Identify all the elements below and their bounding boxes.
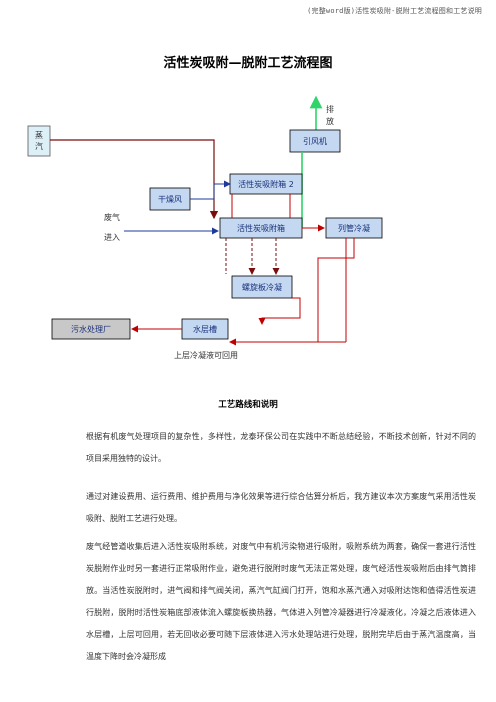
steam-label-2: 汽 — [35, 141, 43, 151]
water-tank-label: 水层槽 — [193, 324, 217, 334]
exhaust-label-1: 排 — [326, 104, 334, 114]
paragraph-2: 通过对建设费用、运行费用、维护费用与净化效果等进行综合估算分析后，我方建议本次方… — [86, 492, 476, 523]
fan-label: 引风机 — [303, 136, 327, 146]
recovery-note: 上层冷凝液可回用 — [174, 350, 238, 360]
dryer-fan-label: 干燥风 — [158, 195, 182, 204]
page-header: (完整word版)活性炭吸附-脱附工艺流程图和工艺说明 — [307, 7, 482, 15]
fan-box — [289, 129, 341, 153]
shell-condenser-label: 列管冷凝 — [338, 223, 370, 233]
process-flow-diagram: 蒸 汽 排 放 引风机 活性炭吸附箱 2 干燥风 废气 进入 活性炭吸附箱 列管… — [27, 95, 383, 360]
adsorber-2-label: 活性炭吸附箱 2 — [238, 179, 294, 189]
dryer-line — [190, 180, 231, 200]
condensate-line-3 — [258, 297, 301, 325]
adsorber-1-label: 活性炭吸附箱 — [237, 223, 285, 233]
inlet-label-2: 进入 — [104, 233, 120, 242]
steam-label-1: 蒸 — [35, 130, 43, 140]
sewage-box — [51, 318, 131, 340]
sewage-label: 污水处理厂 — [71, 324, 111, 334]
steam-source: 蒸 汽 — [27, 125, 51, 157]
paragraph-3: 废气经管道收集后进入活性炭吸附系统，对废气中有机污染物进行吸附，吸附系统为两套，… — [86, 542, 476, 661]
page-title: 活性炭吸附—脱附工艺流程图 — [163, 56, 333, 71]
exhaust-label-2: 放 — [326, 116, 334, 126]
paragraph-1: 根据有机废气处理项目的复杂性，多样性，龙泰环保公司在实践中不断总结经验，不断技术… — [86, 432, 476, 463]
section-title: 工艺路线和说明 — [218, 400, 278, 410]
inlet-label-1: 废气 — [104, 212, 120, 222]
condensate-line-2 — [317, 238, 355, 342]
steam-line — [50, 139, 215, 184]
spiral-cooler-box — [231, 275, 293, 299]
spiral-cooler-label: 螺旋板冷凝 — [242, 282, 282, 292]
